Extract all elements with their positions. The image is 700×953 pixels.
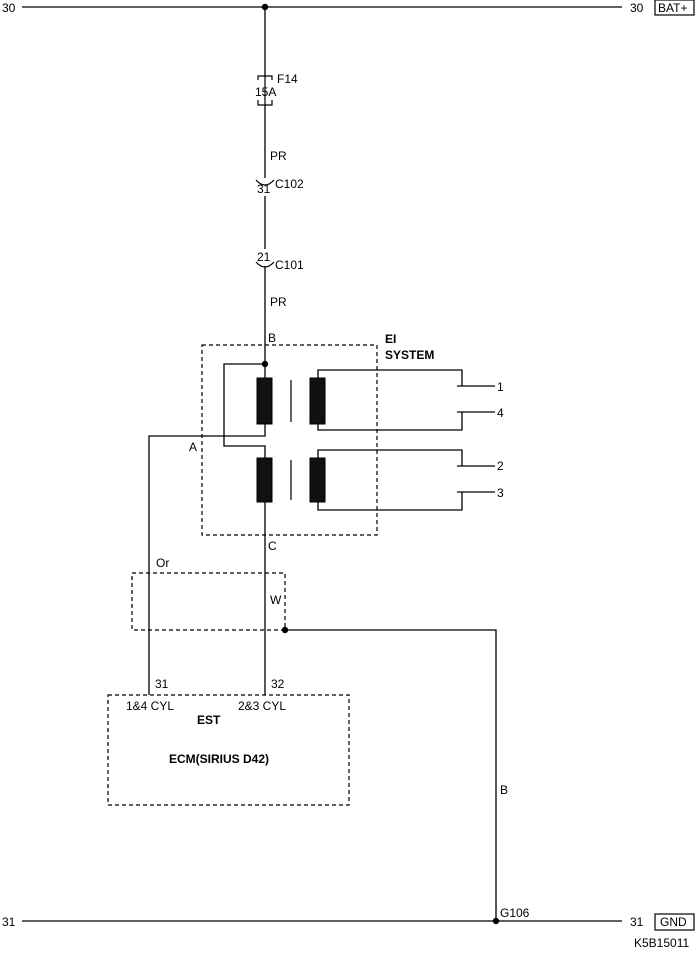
gnd-rail: G106 31 31 GND <box>2 906 695 931</box>
bat-rail-right-num: 30 <box>630 1 644 15</box>
ei-title-line1: EI <box>385 332 396 346</box>
cylinder-label-1: 1 <box>497 380 504 394</box>
ecm-est-label: EST <box>197 713 221 727</box>
fuse-rating: 15A <box>255 85 276 99</box>
bat-label-box <box>654 0 695 16</box>
bat-rail-left-num: 30 <box>2 1 16 15</box>
c102-pin: 31 <box>257 182 271 196</box>
c101-name: C101 <box>275 258 304 272</box>
ei-system: EI SYSTEM B A C 1 <box>148 331 504 695</box>
bat-rail: 30 30 BAT+ <box>2 0 695 16</box>
cylinder-label-2: 2 <box>497 459 504 473</box>
c102-name: C102 <box>275 177 304 191</box>
ei-system-boundary <box>201 344 378 536</box>
wire-pr-upper: PR <box>270 149 287 163</box>
ground-junction-dot <box>492 917 500 925</box>
coil-1-primary <box>256 377 273 425</box>
c101-pin: 21 <box>257 250 271 264</box>
connector-c101: 21 C101 <box>255 250 304 272</box>
shield-section: Or W B <box>131 556 508 921</box>
ecm-label-14cyl: 1&4 CYL <box>126 699 174 713</box>
ecm-pin-32: 32 <box>271 677 285 691</box>
wire-white-label: W <box>270 593 282 607</box>
figure-code: K5B15011 <box>634 936 689 950</box>
coil-2-primary <box>256 457 273 503</box>
ecm-label-23cyl: 2&3 CYL <box>238 699 286 713</box>
ecm-pin-31: 31 <box>155 677 169 691</box>
ignition-coil-1-4 <box>256 369 495 431</box>
shield-boundary <box>131 572 286 631</box>
coil-2-secondary <box>309 457 326 503</box>
gnd-rail-right-num: 31 <box>630 915 644 929</box>
supply-wire: F14 15A PR 31 C102 21 C101 PR <box>255 7 304 364</box>
cylinder-label-3: 3 <box>497 486 504 500</box>
ei-terminal-a: A <box>189 440 197 454</box>
wire-orange-label: Or <box>156 556 169 570</box>
bat-label: BAT+ <box>658 1 687 15</box>
coil-1-secondary <box>309 377 326 425</box>
ignition-coil-2-3 <box>256 449 495 511</box>
ground-name: G106 <box>500 906 530 920</box>
gnd-label: GND <box>660 915 687 929</box>
ei-terminal-b: B <box>268 331 276 345</box>
ecm-module: 31 32 1&4 CYL 2&3 CYL EST ECM(SIRIUS D42… <box>107 677 350 806</box>
gnd-rail-left-num: 31 <box>2 915 16 929</box>
ei-terminal-c: C <box>268 539 277 553</box>
wire-black-label: B <box>500 783 508 797</box>
wire-pr-lower: PR <box>270 295 287 309</box>
ei-title-line2: SYSTEM <box>385 348 434 362</box>
ecm-name: ECM(SIRIUS D42) <box>169 752 269 766</box>
connector-c102: 31 C102 <box>255 177 304 196</box>
ecm-boundary <box>107 694 350 806</box>
fuse-name: F14 <box>277 72 298 86</box>
cylinder-label-4: 4 <box>497 406 504 420</box>
gnd-label-box <box>654 913 695 931</box>
